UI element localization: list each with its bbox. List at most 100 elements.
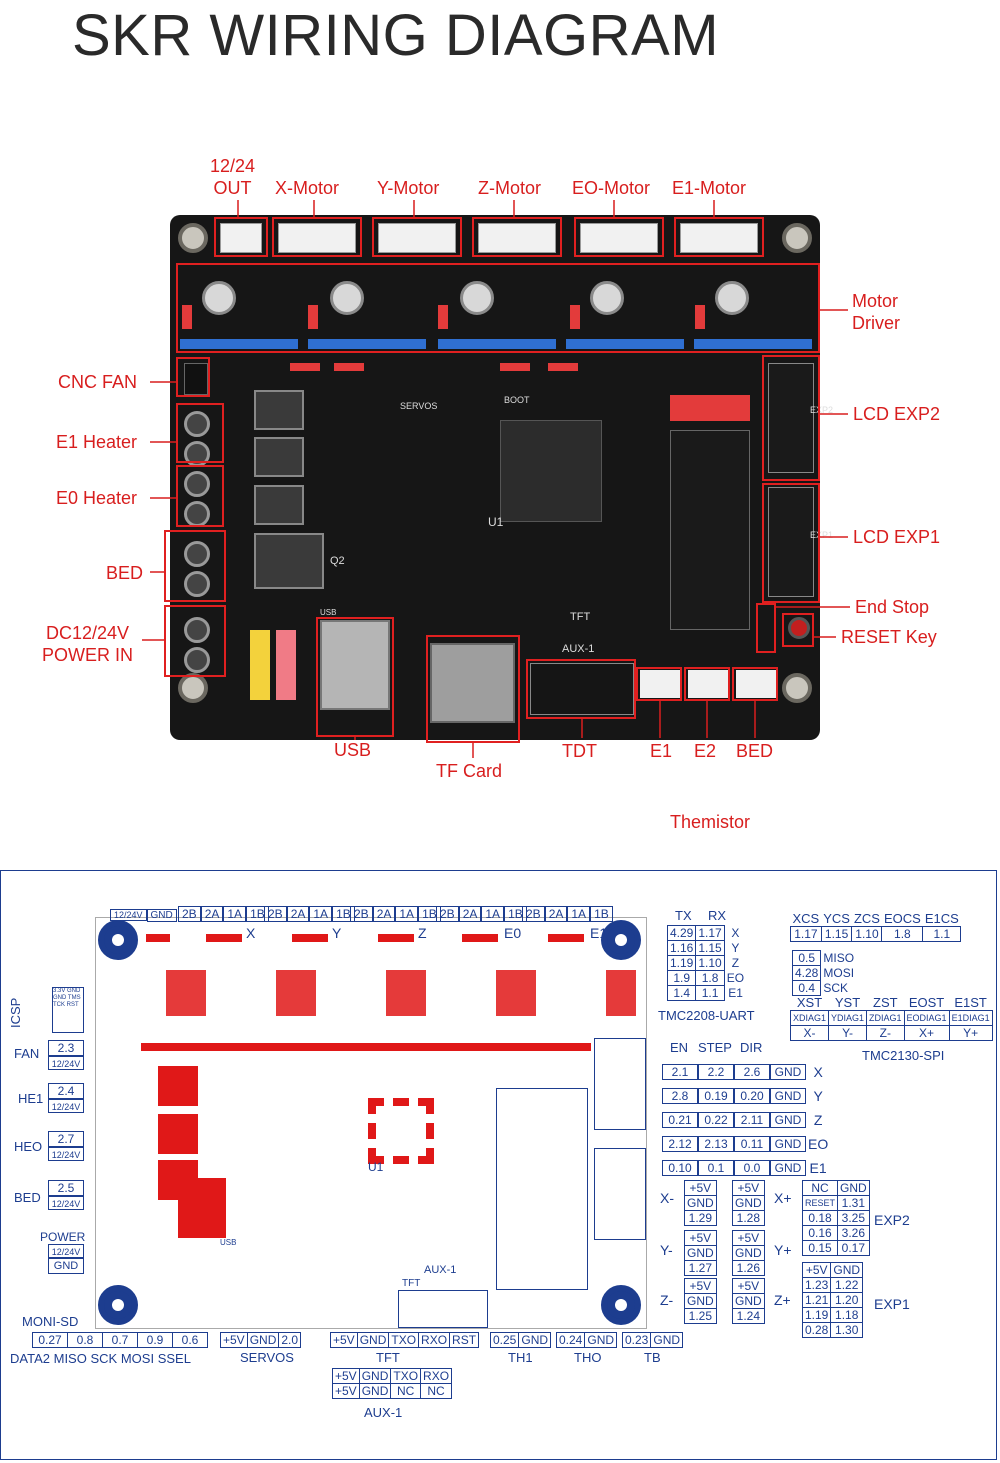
cell: 0.25: [489, 1332, 520, 1348]
cell: 2.0: [278, 1332, 302, 1348]
table-row: +5V GND TXO RXO RST: [330, 1332, 480, 1348]
cell: GND: [518, 1332, 552, 1348]
table-row: +5V: [732, 1230, 765, 1246]
endstop-z-minus: +5V GND 1.25: [684, 1278, 717, 1324]
cell: GND: [830, 1262, 864, 1278]
tdt-highlight: [526, 659, 636, 719]
cell: +5V: [801, 1262, 832, 1278]
cell: +5V: [732, 1230, 765, 1246]
driver-pads: [166, 970, 206, 1016]
jumper: [182, 305, 192, 329]
cell: 2.8: [662, 1088, 698, 1104]
en-header: EN: [670, 1040, 689, 1055]
endstop-connectors: [670, 430, 750, 630]
tf-card-slot: [430, 643, 515, 723]
cell: NC: [801, 1180, 839, 1196]
cell: GND: [837, 1180, 870, 1196]
terminal-screw: [184, 571, 210, 597]
driver-pads: [276, 970, 316, 1016]
cell: Y-: [828, 1025, 868, 1041]
cell: 1.9: [666, 970, 697, 986]
pin: 1A: [309, 906, 333, 922]
th-e2-highlight: [684, 667, 730, 701]
power-highlight: [164, 605, 226, 677]
cell: +5V: [732, 1278, 765, 1294]
cell: 0.6: [172, 1332, 208, 1348]
reset-button[interactable]: [788, 617, 810, 639]
label-e0-motor: EO-Motor: [572, 178, 651, 198]
name: MISO: [53, 1351, 87, 1366]
header-cell: E1ST: [954, 995, 987, 1010]
x-axis-label: X: [246, 925, 256, 941]
y-motor-connector: [378, 223, 456, 253]
label-x-motor: X-Motor: [275, 178, 340, 198]
cell: GND: [684, 1245, 717, 1261]
cell: RXO: [418, 1332, 451, 1348]
uart-header: [290, 363, 320, 371]
axis-cell: X: [813, 1064, 823, 1080]
cell: 0.24: [555, 1332, 586, 1348]
table-row: XCS YCS ZCS EOCS E1CS: [791, 912, 961, 927]
y-motor-highlight: [372, 217, 462, 257]
jumper: [570, 305, 580, 329]
uart-header: [548, 363, 578, 371]
th-e1-connector: [640, 670, 680, 698]
cell: YDIAG1: [828, 1010, 868, 1026]
cell: 0.1: [698, 1160, 734, 1176]
mosfet: [254, 390, 304, 430]
cell: 0.22: [698, 1112, 734, 1128]
step-header: STEP: [698, 1040, 732, 1055]
bed-volt: 12/24V: [48, 1196, 84, 1210]
bed-highlight: [164, 530, 226, 602]
cell: NC: [390, 1383, 422, 1399]
moni-sd-names: DATA2 MISO SCK MOSI SSEL: [10, 1351, 191, 1366]
power-label: POWER: [40, 1230, 86, 1244]
cell: RESET: [801, 1195, 839, 1211]
header-cell: XCS: [792, 911, 820, 926]
uart-caption: TMC2208-UART: [658, 1008, 755, 1023]
table-row: GND: [732, 1195, 765, 1211]
header-cell: ZCS: [853, 911, 880, 926]
pin: 2B: [522, 906, 545, 922]
cell: 1.1: [695, 985, 725, 1001]
pin: 1B: [418, 906, 441, 922]
cell: GND: [770, 1088, 806, 1104]
terminal-screw: [184, 541, 210, 567]
cell: 1.28: [732, 1210, 765, 1226]
cell: 0.19: [698, 1088, 734, 1104]
table-row: GND: [732, 1245, 765, 1261]
fuse-yellow: [250, 630, 270, 700]
label-themistor: Themistor: [670, 812, 751, 832]
servos-label: SERVOS: [240, 1350, 294, 1365]
endstop-z-plus-label: Z+: [774, 1292, 791, 1308]
cell: GND: [770, 1136, 806, 1152]
power-gnd: GND: [48, 1258, 84, 1274]
endstop-x-plus-label: X+: [774, 1190, 792, 1206]
axis-cell: EO: [726, 971, 745, 985]
capacitor: [330, 281, 364, 315]
pin: 2B: [350, 906, 373, 922]
label-power-in: DC12/24V POWER IN: [42, 623, 134, 665]
table-row: X- Y- Z- X+ Y+: [789, 1025, 993, 1041]
cell: 1.4: [666, 985, 697, 1001]
fuse-red: [276, 630, 296, 700]
label-y-motor: Y-Motor: [377, 178, 440, 198]
uart-tx-header: TX: [675, 908, 692, 923]
mosfet: [254, 437, 304, 477]
cell: 4.28: [791, 965, 822, 981]
mounting-hole: [601, 920, 641, 960]
cell: Y+: [948, 1025, 993, 1041]
tdt-connector: [530, 663, 634, 715]
icsp-pins: 3.3V GND GND TMS TCK RST: [52, 987, 84, 1033]
usb-highlight: [316, 617, 394, 737]
endstop-z-minus-label: Z-: [660, 1292, 674, 1308]
